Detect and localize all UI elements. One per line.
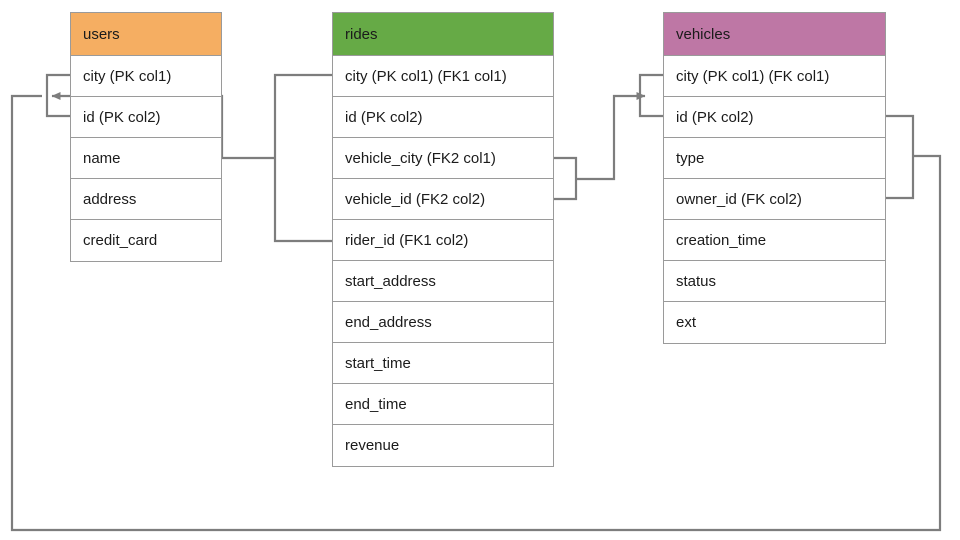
field-rides-end-address[interactable]: end_address [333, 302, 553, 343]
field-rides-revenue[interactable]: revenue [333, 425, 553, 466]
field-users-credit-card[interactable]: credit_card [71, 220, 221, 261]
field-users-id[interactable]: id (PK col2) [71, 97, 221, 138]
field-vehicles-owner-id[interactable]: owner_id (FK col2) [664, 179, 885, 220]
field-rides-start-address[interactable]: start_address [333, 261, 553, 302]
users-pk-bracket [45, 73, 70, 118]
field-vehicles-ext[interactable]: ext [664, 302, 885, 343]
field-vehicles-creation-time[interactable]: creation_time [664, 220, 885, 261]
field-rides-start-time[interactable]: start_time [333, 343, 553, 384]
entity-table-vehicles[interactable]: vehicles city (PK col1) (FK col1) id (PK… [663, 12, 886, 344]
field-vehicles-status[interactable]: status [664, 261, 885, 302]
table-header-users: users [71, 13, 221, 56]
entity-table-rides[interactable]: rides city (PK col1) (FK1 col1) id (PK c… [332, 12, 554, 467]
field-vehicles-type[interactable]: type [664, 138, 885, 179]
entity-table-users[interactable]: users city (PK col1) id (PK col2) name a… [70, 12, 222, 262]
field-vehicles-city[interactable]: city (PK col1) (FK col1) [664, 56, 885, 97]
field-rides-city[interactable]: city (PK col1) (FK1 col1) [333, 56, 553, 97]
field-vehicles-id[interactable]: id (PK col2) [664, 97, 885, 138]
table-header-rides: rides [333, 13, 553, 56]
field-rides-vehicle-id[interactable]: vehicle_id (FK2 col2) [333, 179, 553, 220]
field-rides-id[interactable]: id (PK col2) [333, 97, 553, 138]
field-users-name[interactable]: name [71, 138, 221, 179]
connector-vehicles-fk-users [10, 94, 942, 532]
field-users-address[interactable]: address [71, 179, 221, 220]
field-rides-end-time[interactable]: end_time [333, 384, 553, 425]
connector-rides-fk2-vehicles [554, 92, 646, 201]
field-rides-vehicle-city[interactable]: vehicle_city (FK2 col1) [333, 138, 553, 179]
field-users-city[interactable]: city (PK col1) [71, 56, 221, 97]
field-rides-rider-id[interactable]: rider_id (FK1 col2) [333, 220, 553, 261]
table-header-vehicles: vehicles [664, 13, 885, 56]
